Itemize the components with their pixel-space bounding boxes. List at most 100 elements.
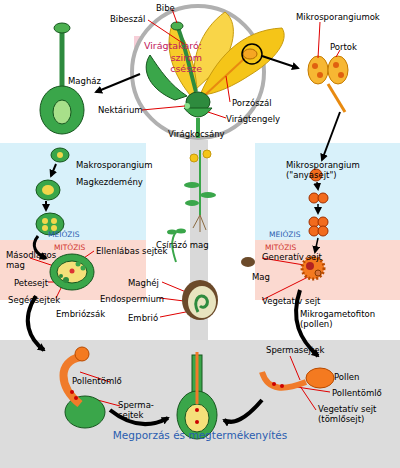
ovule xyxy=(36,180,60,200)
megaspore xyxy=(42,218,48,224)
megaspore-cell xyxy=(42,185,54,195)
endosperm xyxy=(188,286,216,318)
node-text: MITÓZIS xyxy=(54,242,85,253)
leader-line xyxy=(226,76,230,102)
part-label: Petesejt xyxy=(14,278,48,288)
microsporangium xyxy=(317,72,323,78)
node-text: MEIÓZIS xyxy=(48,229,79,240)
small-flower xyxy=(203,150,211,158)
node-text: MITÓZIS xyxy=(265,242,296,253)
microsporangium xyxy=(333,62,339,68)
sperm-cell xyxy=(272,382,276,386)
stage-arrow xyxy=(317,204,319,213)
sperm-cell xyxy=(280,384,284,388)
leader-line xyxy=(142,106,185,110)
filament xyxy=(328,84,345,112)
dividing-cell xyxy=(318,193,328,203)
pollen-grain xyxy=(306,368,334,388)
embryo-sac xyxy=(57,261,87,283)
antipodal-cell xyxy=(81,266,86,271)
part-label: Mikrosporangium ("anyasejt") xyxy=(286,160,366,180)
part-label: Virágkocsány xyxy=(168,129,225,139)
generative-cell xyxy=(306,262,314,270)
stage-arrow xyxy=(45,201,47,210)
ovule xyxy=(50,254,94,290)
vegetative-cell xyxy=(315,270,321,276)
antipodal-cell xyxy=(76,262,81,267)
anther-lobe xyxy=(328,56,348,84)
leader-line xyxy=(162,282,186,292)
part-label: Mikrogametofiton (pollen) xyxy=(300,309,390,329)
microsporangium xyxy=(312,63,318,69)
leaf xyxy=(185,200,199,206)
megaspore-cell xyxy=(57,152,63,158)
style xyxy=(60,32,65,88)
seed-coat xyxy=(182,280,218,320)
part-label: Makrosporangium xyxy=(76,160,153,170)
megaspore xyxy=(42,225,48,231)
part-label: Pollentömlő xyxy=(72,376,122,386)
leaf xyxy=(184,182,200,188)
part-label: Csírázó mag xyxy=(156,240,209,250)
part-label: Másodlagos mag xyxy=(6,250,56,270)
anther xyxy=(243,49,257,59)
microsporangium xyxy=(338,72,344,78)
meiosis-band: MEIÓZIS xyxy=(0,143,146,240)
part-label: Segédsejtek xyxy=(8,295,60,305)
sperm-cell xyxy=(70,390,74,394)
receptacle xyxy=(184,108,212,117)
cotyledon xyxy=(167,230,177,235)
seed xyxy=(241,257,255,267)
stigma xyxy=(171,22,183,30)
sperm-cell xyxy=(195,408,199,412)
microspore xyxy=(318,226,328,236)
meiosis-band: MEIÓZIS xyxy=(255,143,400,240)
zoom-arrow xyxy=(96,74,140,92)
part-label: Embrió xyxy=(128,313,158,323)
node-text: szirom csésze xyxy=(162,52,202,74)
anther-lobe xyxy=(308,56,328,84)
part-label: Spermasejtek xyxy=(266,345,324,355)
stigma xyxy=(54,23,70,33)
sperm-cell xyxy=(195,420,199,424)
part-label: Pollen xyxy=(334,372,359,382)
synergid xyxy=(59,274,63,278)
embryo-sac xyxy=(185,404,209,432)
part-label: Portok xyxy=(330,42,357,52)
embryo xyxy=(196,296,207,312)
part-label: Pollentömlő xyxy=(332,388,382,398)
part-label: Sperma-sejtek xyxy=(118,400,156,420)
node-text: Virágtakaró: xyxy=(138,40,202,51)
part-label: Bibe xyxy=(156,3,175,13)
part-label: Nektárium xyxy=(98,105,143,115)
filament xyxy=(205,58,245,95)
pollen-grain xyxy=(75,347,89,361)
small-flower xyxy=(190,154,198,162)
leader-line xyxy=(318,22,320,58)
part-label: Endospermium xyxy=(100,294,164,304)
part-label: Magház xyxy=(68,76,101,86)
part-label: Maghéj xyxy=(128,278,159,288)
mitosis-band: MITÓZIS xyxy=(255,240,400,300)
part-label: Generatív sejt xyxy=(262,252,322,262)
part-label: Vegetatív sejt xyxy=(262,296,320,306)
polar-nucleus xyxy=(70,269,75,274)
roots xyxy=(193,215,206,232)
ovule xyxy=(51,148,69,162)
pollen-tube xyxy=(196,352,199,404)
part-label: Embriózsák xyxy=(56,309,105,319)
part-label: Bibeszál xyxy=(110,14,145,24)
leader-line xyxy=(208,112,226,118)
zoom-arrow xyxy=(262,56,298,68)
part-label: Vegetatív sejt (tömlősejt) xyxy=(318,404,393,424)
ovule xyxy=(53,100,71,124)
sperm-cell xyxy=(74,396,78,400)
node-text: Megporzás és megtermékenyítés xyxy=(0,430,400,441)
stage-arrow xyxy=(317,182,318,189)
egg-cell xyxy=(63,277,69,283)
part-label: Mikrosporangiumok xyxy=(296,12,380,22)
part-label: Mag xyxy=(252,272,270,282)
ovary xyxy=(40,86,84,134)
plant-stem xyxy=(199,150,201,215)
